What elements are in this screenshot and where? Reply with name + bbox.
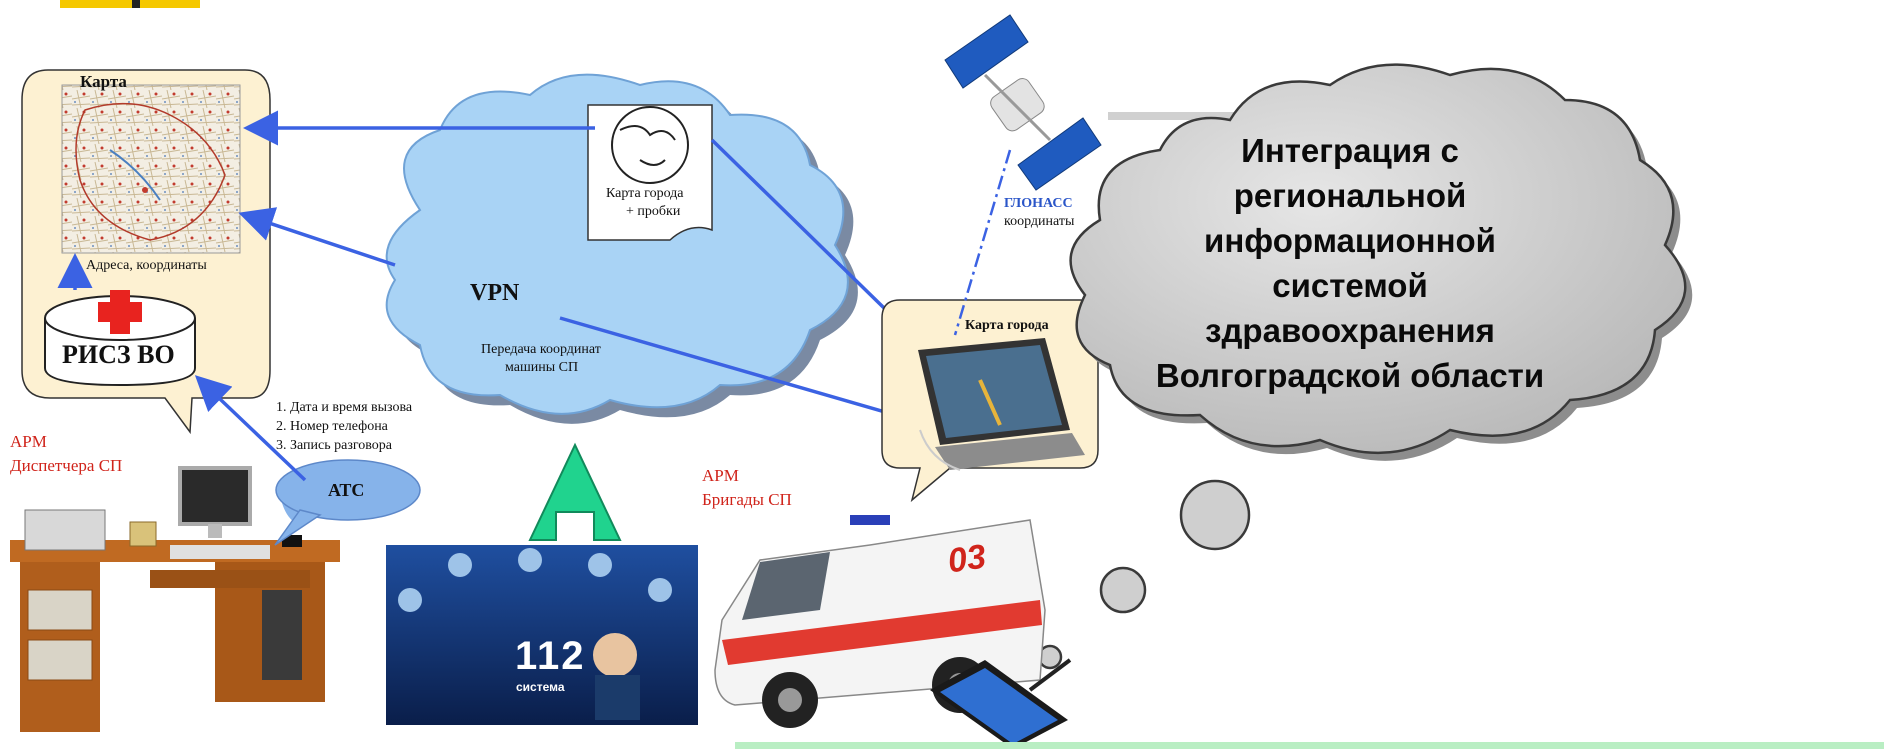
thought-cloud-text: Интеграция с региональной информационной… [1156, 128, 1544, 398]
bottom-green-strip [735, 742, 1884, 749]
brigade-label-line1: АРМ [702, 466, 739, 485]
vpn-to-laptop-line [559, 316, 931, 427]
risz-database [44, 290, 196, 387]
ats-to-db-arrow [194, 375, 307, 482]
call-center-logo-sub: система [516, 680, 565, 694]
call-center-logo: 112 [515, 634, 586, 678]
doc-label-line1: Карта города [606, 186, 684, 201]
ats-label: АТС [328, 480, 365, 500]
satellite-icon [944, 14, 1102, 191]
grey-divider [1108, 112, 1288, 120]
dispatcher-label-line2: Диспетчера СП [10, 456, 123, 475]
map-title: Карта [80, 72, 127, 91]
transfer-label-line1: Передача координат [481, 342, 601, 357]
thought-line-5: здравоохранения [1205, 312, 1495, 349]
map-caption: Адреса, координаты [86, 258, 207, 273]
dispatcher-desk [10, 466, 340, 732]
laptop [918, 338, 1085, 471]
thought-line-4: системой [1272, 267, 1428, 304]
doc-label-line2: + пробки [626, 204, 681, 219]
thought-line-6: Волгоградской области [1155, 357, 1545, 394]
ambulance [714, 515, 1046, 728]
green-up-arrow [528, 442, 622, 541]
glonass-link [953, 149, 1012, 336]
call-info-line2: 2. Номер телефона [276, 419, 388, 434]
thought-line-2: региональной [1233, 177, 1467, 214]
glonass-label: ГЛОНАСС [1004, 196, 1073, 211]
thought-line-1: Интеграция с [1241, 132, 1459, 169]
city-map-label: Карта города [965, 318, 1049, 333]
thought-cloud [1069, 63, 1693, 461]
glonass-caption: координаты [1004, 214, 1075, 229]
call-info-line1: 1. Дата и время вызова [276, 400, 413, 415]
call-center-image [386, 545, 698, 725]
city-map-document [587, 104, 713, 241]
ats-bubble [274, 459, 421, 546]
transfer-label-line2: машины СП [505, 360, 579, 375]
database-label: РИСЗ ВО [62, 340, 175, 369]
dispatcher-label-line1: АРМ [10, 432, 47, 451]
region-map [61, 84, 241, 254]
vpn-label: VPN [470, 280, 520, 306]
thought-bubbles [1037, 479, 1251, 670]
call-info-line3: 3. Запись разговора [276, 438, 392, 453]
top-logo-fragment [60, 0, 200, 8]
brigade-label-line2: Бригады СП [702, 490, 792, 509]
ambulance-number: 03 [945, 537, 989, 581]
thought-line-3: информационной [1204, 222, 1496, 259]
tablet-icon [930, 658, 1072, 749]
cloud-to-map-arrow-2 [238, 207, 396, 267]
